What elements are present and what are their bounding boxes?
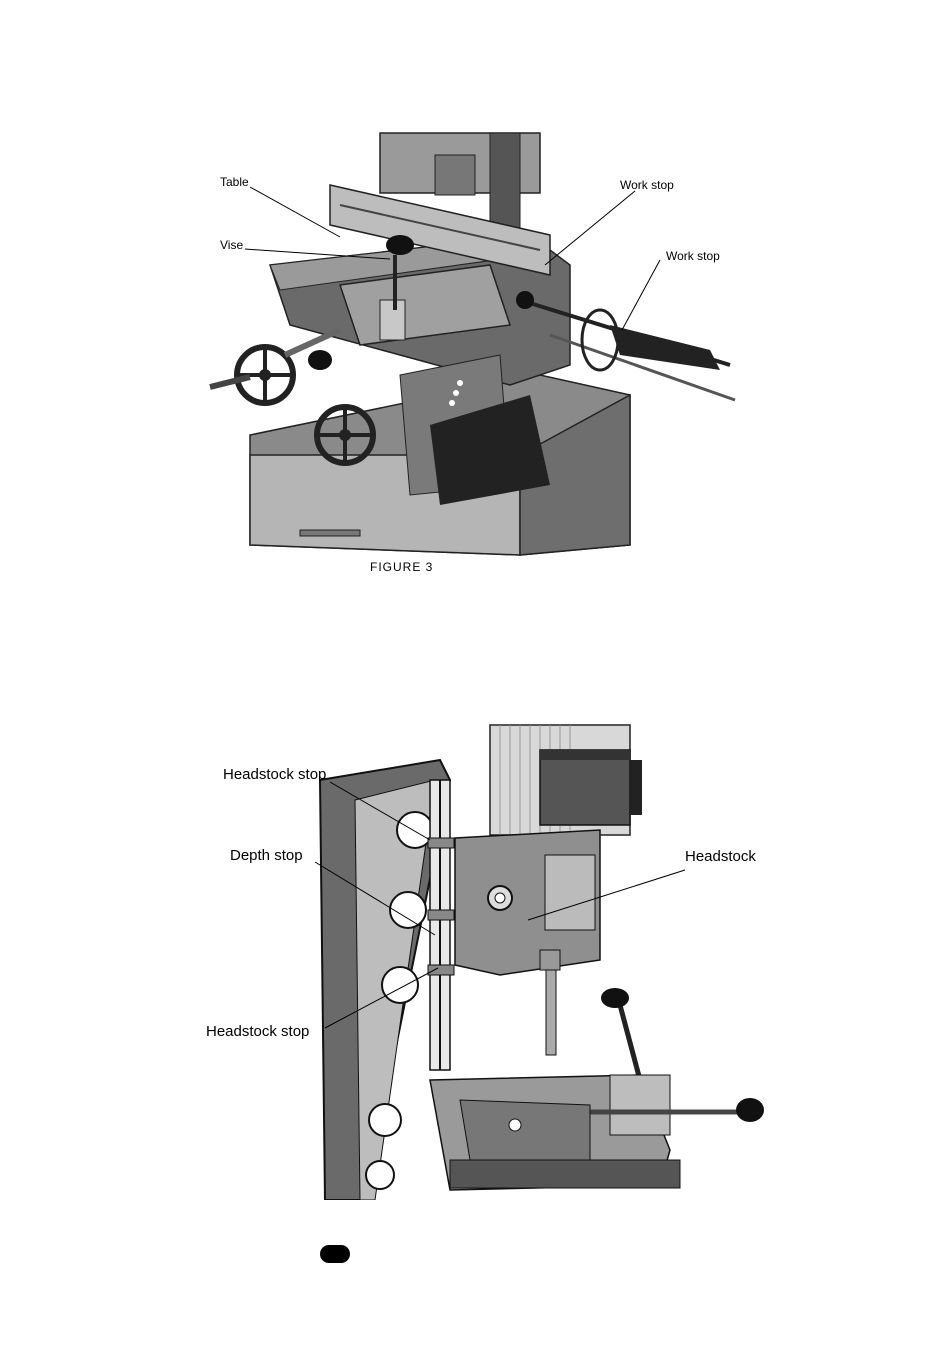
label-table: Table [220,175,249,189]
label-headstock-stop-bottom: Headstock stop [206,1023,309,1040]
handwheel-front [317,407,373,463]
figure-caption: FIGURE 3 [370,560,433,574]
figure-headstock-stops: Headstock stop Depth stop Headstock Head… [190,720,790,1200]
label-work-stop-2: Work stop [666,249,720,263]
label-work-stop-1: Work stop [620,178,674,192]
mortiser-table-illustration [190,125,760,585]
page-number-marker [320,1245,350,1263]
headstock-illustration [190,720,790,1200]
figure-3-mortiser-table: Table Vise Work stop Work stop FIGURE 3 [190,125,760,585]
label-headstock: Headstock [685,848,756,865]
label-vise: Vise [220,238,243,252]
label-headstock-stop-top: Headstock stop [223,766,326,783]
label-depth-stop: Depth stop [230,847,303,864]
